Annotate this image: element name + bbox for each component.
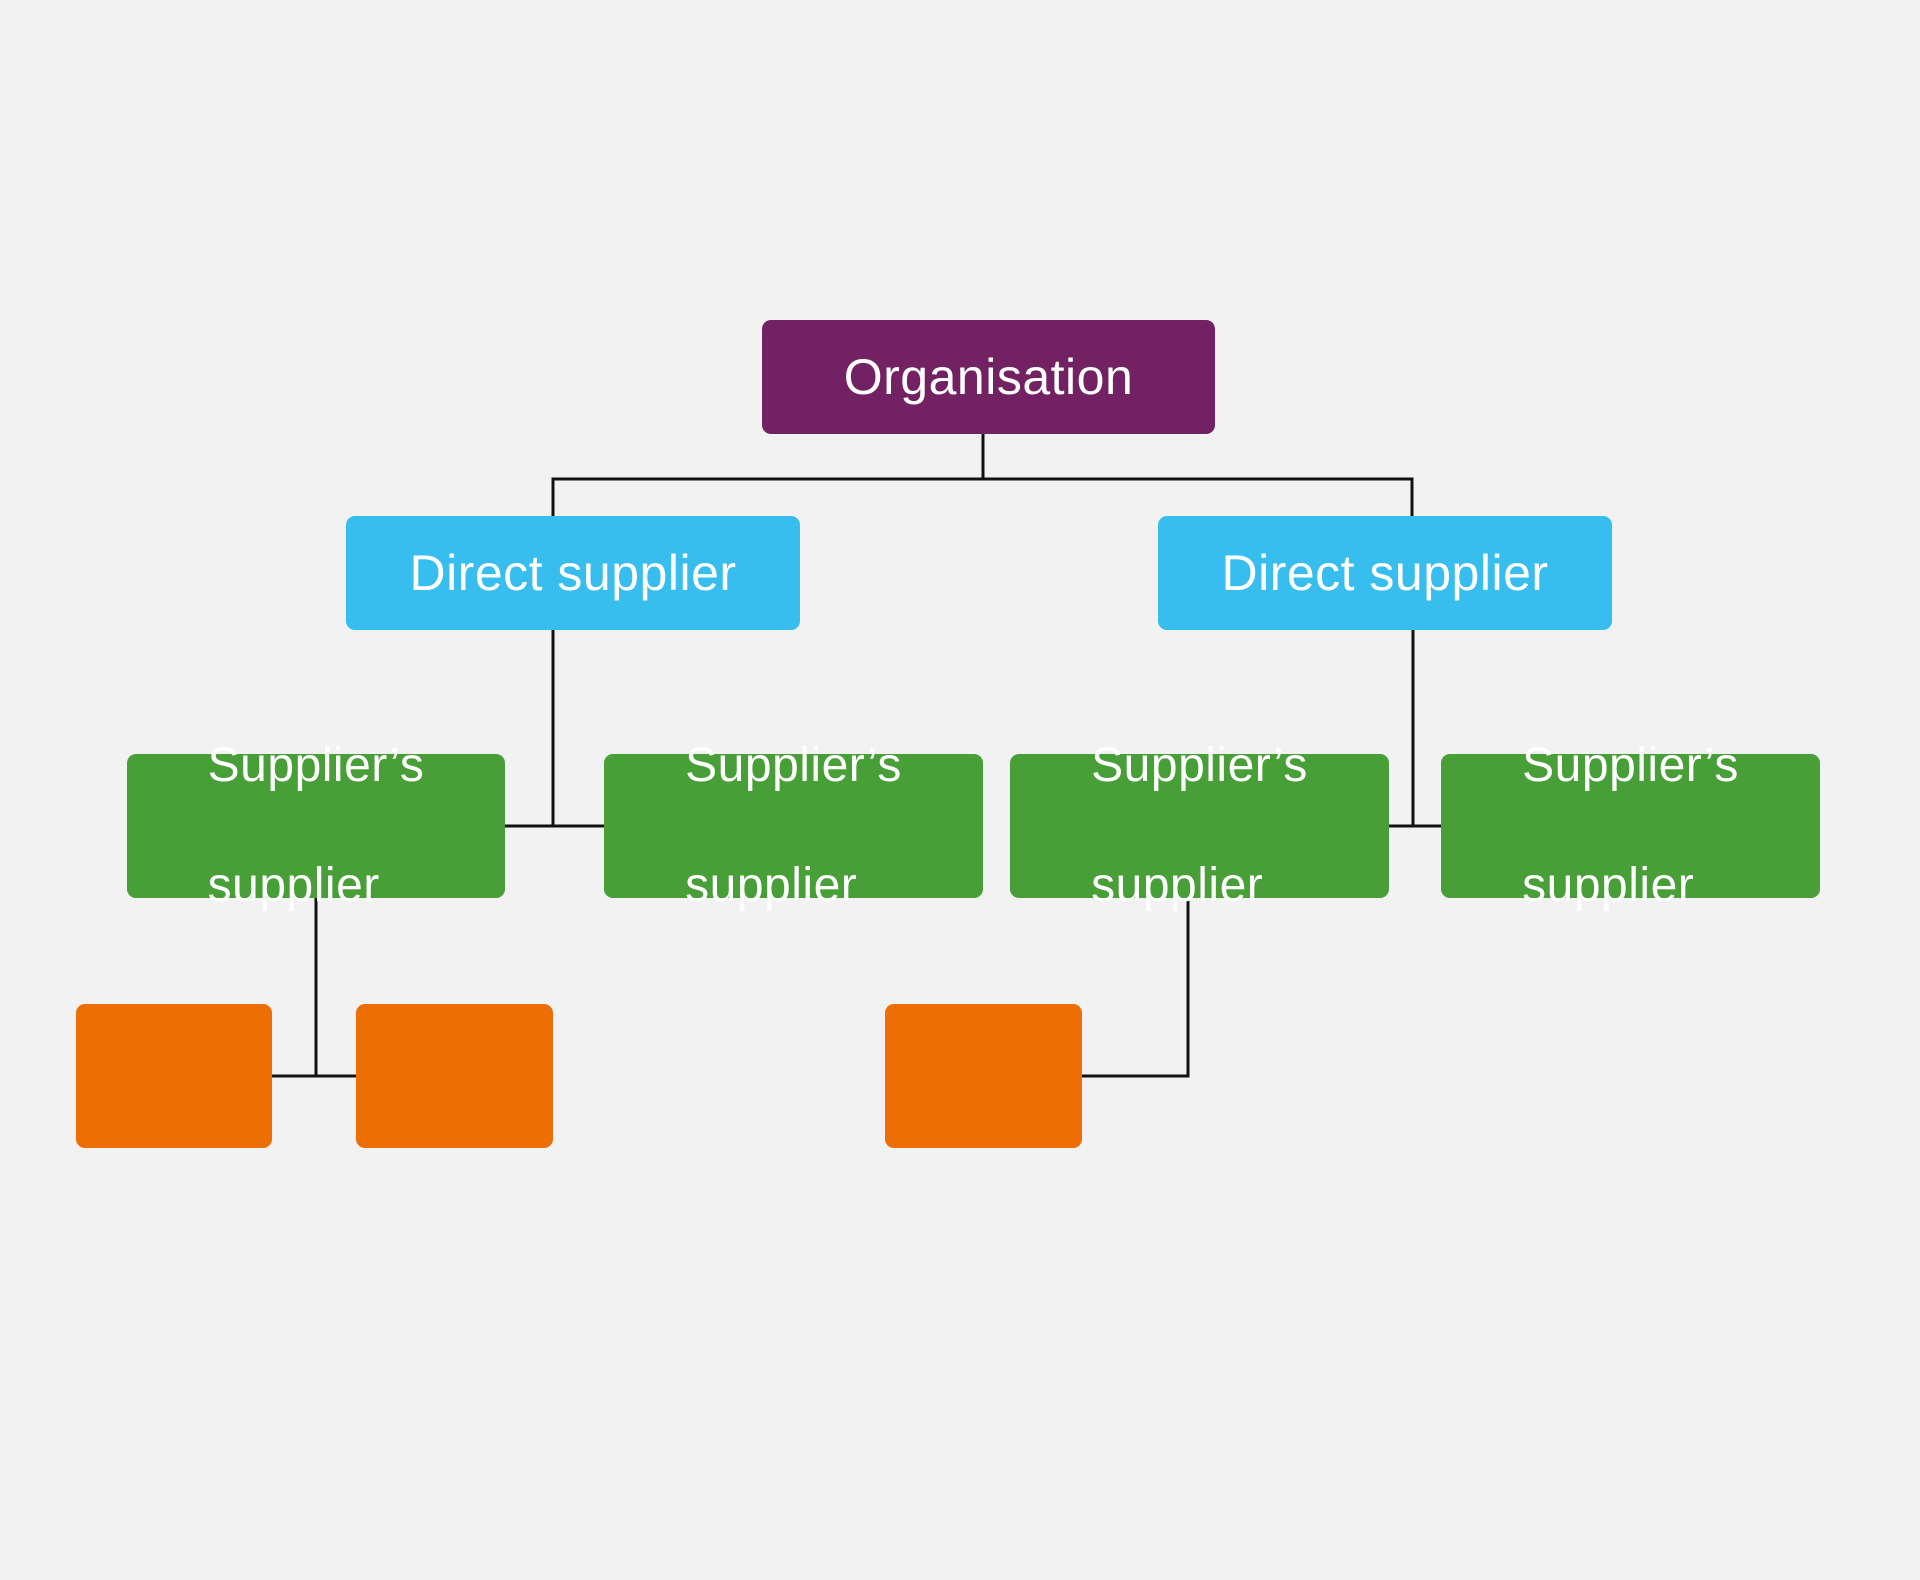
suppliers-supplier-label-line2: supplier bbox=[1522, 859, 1695, 912]
suppliers-supplier-label-line1: Supplier’s bbox=[207, 739, 425, 792]
suppliers-supplier-label-line1: Supplier’s bbox=[685, 739, 902, 792]
suppliers-supplier-node-2: Supplier’s supplier bbox=[604, 739, 983, 912]
direct-supplier-label: Direct supplier bbox=[409, 545, 737, 601]
suppliers-supplier-label-line2: supplier bbox=[207, 859, 380, 912]
suppliers-supplier-label-line1: Supplier’s bbox=[1522, 739, 1739, 792]
tier3-supplier-node-2 bbox=[356, 1004, 553, 1148]
suppliers-supplier-label-line2: supplier bbox=[685, 859, 858, 912]
direct-supplier-node-left: Direct supplier bbox=[346, 516, 800, 630]
suppliers-supplier-node-1: Supplier’s supplier bbox=[127, 739, 505, 912]
suppliers-supplier-node-4: Supplier’s supplier bbox=[1441, 739, 1820, 912]
organisation-label: Organisation bbox=[843, 349, 1134, 405]
suppliers-supplier-label-line1: Supplier’s bbox=[1091, 739, 1308, 792]
tier3-supplier-node-3 bbox=[885, 1004, 1082, 1148]
tier3-supplier-node-1 bbox=[76, 1004, 272, 1148]
direct-supplier-label: Direct supplier bbox=[1221, 545, 1549, 601]
direct-supplier-node-right: Direct supplier bbox=[1158, 516, 1612, 630]
suppliers-supplier-node-3: Supplier’s supplier bbox=[1010, 739, 1389, 912]
suppliers-supplier-label-line2: supplier bbox=[1091, 859, 1264, 912]
organisation-node: Organisation bbox=[762, 320, 1215, 434]
